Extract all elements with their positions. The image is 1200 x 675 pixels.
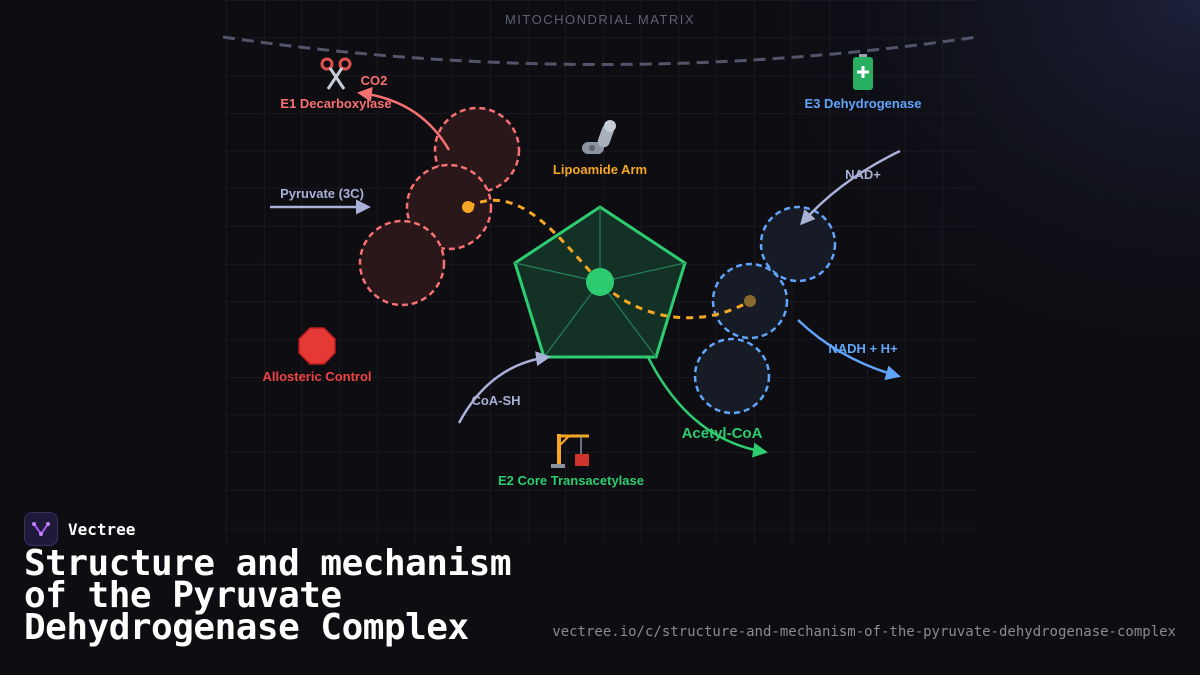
e1-subunit (358, 219, 446, 307)
acetyl-coa-arrow (646, 356, 768, 458)
vectree-logo-icon (24, 512, 58, 546)
nad-arrow (800, 149, 901, 226)
stop-sign-icon (298, 327, 336, 365)
page-url[interactable]: vectree.io/c/structure-and-mechanism-of-… (552, 624, 1176, 640)
e3-label: E3 Dehydrogenase (804, 96, 921, 111)
coa-arrow (457, 351, 551, 424)
e3-subunit (693, 337, 771, 415)
pyruvate-label: Pyruvate (3C) (280, 186, 364, 201)
lipoamide-label: Lipoamide Arm (553, 162, 647, 177)
coa-label: CoA-SH (471, 393, 520, 408)
scissors-icon (320, 57, 352, 90)
acetyl-coa-label: Acetyl-CoA (682, 425, 763, 442)
lipoamide-start-dot (462, 201, 474, 213)
brand: Vectree (24, 512, 135, 546)
battery-icon (853, 54, 873, 90)
e2-center-node (586, 268, 614, 296)
nadh-label: NADH + H+ (828, 341, 898, 356)
e3-subunit (759, 205, 837, 283)
nadh-arrow (797, 319, 901, 381)
co2-arrow (357, 86, 451, 151)
e2-label: E2 Core Transacetylase (498, 473, 644, 488)
e1-label: E1 Decarboxylase (280, 96, 391, 111)
e1-subunit (405, 163, 493, 251)
lipoamide-path (467, 198, 751, 320)
matrix-membrane (222, 35, 978, 66)
lipoamide-end-dot (744, 295, 756, 307)
crane-icon (551, 434, 589, 468)
e1-subunits (358, 106, 521, 307)
mechanical-arm-icon (582, 120, 616, 154)
allosteric-label: Allosteric Control (262, 369, 371, 384)
region-label: MITOCHONDRIAL MATRIX (505, 12, 695, 27)
page-title: Structure and mechanism of the Pyruvate … (24, 543, 512, 648)
nad-label: NAD+ (845, 167, 881, 182)
brand-name: Vectree (68, 519, 136, 539)
co2-label: CO2 (361, 73, 388, 88)
